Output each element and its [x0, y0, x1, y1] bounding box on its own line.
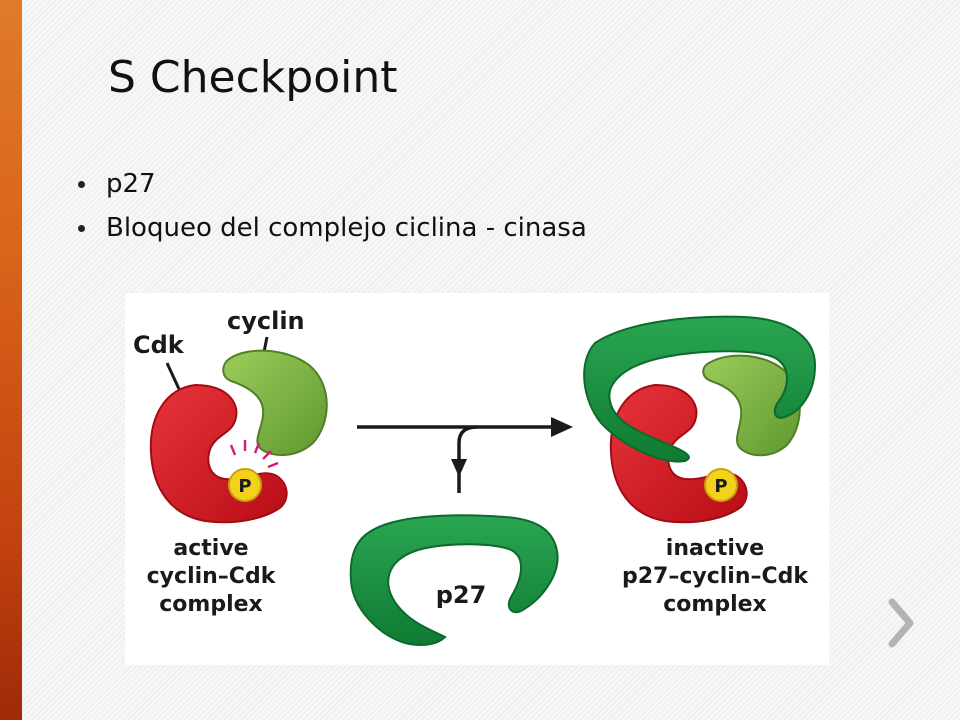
bullet-item: p27 — [78, 162, 587, 206]
chevron-right-icon — [888, 598, 914, 648]
active-label-line2: cyclin–Cdk — [147, 564, 277, 589]
inactive-label-line3: complex — [663, 592, 766, 617]
inactive-label-line2: p27–cyclin–Cdk — [622, 564, 809, 589]
next-slide-button[interactable] — [884, 596, 920, 650]
active-label-line1: active — [173, 536, 248, 561]
figure-svg: Cdk cyclin P active cyclin–Cdk complex p… — [133, 307, 817, 646]
p27-wrapped-shape — [583, 315, 817, 463]
slide-title: S Checkpoint — [108, 52, 398, 103]
p27-label: p27 — [436, 581, 487, 609]
input-arrowhead — [451, 459, 467, 477]
bullet-item: Bloqueo del complejo ciclina - cinasa — [78, 206, 587, 250]
phosphate-circle-right — [704, 468, 738, 502]
activation-rays — [229, 440, 279, 469]
bullet-dot — [78, 181, 85, 188]
cyclin-shape-inactive — [702, 354, 801, 457]
bullet-text: p27 — [106, 169, 156, 199]
inactive-label-line1: inactive — [666, 536, 764, 561]
left-accent-bar — [0, 0, 22, 720]
cdk-pointer-line — [165, 362, 181, 390]
reaction-arrowhead — [551, 417, 573, 437]
phosphate-circle-left — [228, 468, 262, 502]
bullet-list: p27 Bloqueo del complejo ciclina - cinas… — [78, 162, 587, 250]
p27-inhibitor-shape — [349, 514, 559, 646]
cyclin-shape — [222, 349, 328, 456]
cyclin-label: cyclin — [227, 307, 305, 335]
bullet-dot — [78, 225, 85, 232]
phosphate-label-right: P — [714, 476, 727, 497]
p27-inhibition-figure: Cdk cyclin P active cyclin–Cdk complex p… — [125, 293, 829, 665]
cdk-label: Cdk — [133, 331, 185, 359]
bullet-text: Bloqueo del complejo ciclina - cinasa — [106, 213, 587, 243]
active-label-line3: complex — [159, 592, 262, 617]
input-arrow-line — [457, 425, 478, 493]
phosphate-label-left: P — [238, 476, 251, 497]
